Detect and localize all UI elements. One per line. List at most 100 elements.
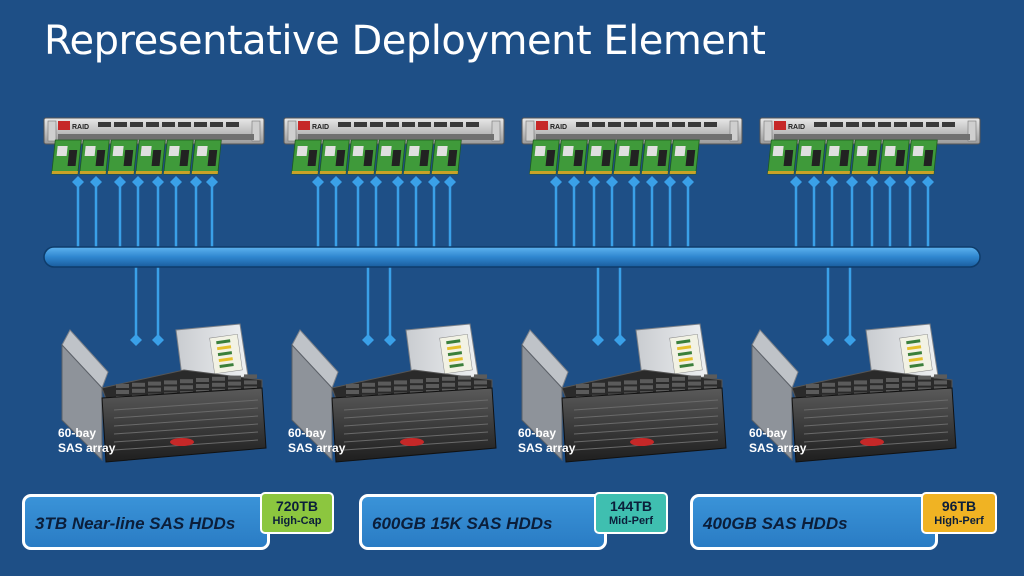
drive-sled bbox=[918, 375, 931, 380]
bezel-logo bbox=[170, 438, 194, 446]
drive-sled bbox=[116, 390, 129, 394]
array-layer bbox=[61, 323, 957, 463]
label-line bbox=[679, 363, 694, 368]
drive-sled bbox=[934, 374, 947, 379]
label-line bbox=[907, 351, 923, 357]
server-bus-connector bbox=[370, 176, 382, 250]
card-chip bbox=[67, 150, 78, 166]
connector-diamond bbox=[614, 334, 626, 346]
array-label: 60-bay SAS array bbox=[518, 426, 575, 456]
raid-card bbox=[557, 139, 588, 175]
drive-sled bbox=[244, 374, 257, 379]
card-board bbox=[347, 139, 378, 175]
server-brand: RAID bbox=[788, 124, 805, 131]
rack-ear bbox=[47, 120, 57, 142]
drive-sled bbox=[854, 386, 867, 391]
connector-diamond bbox=[922, 176, 934, 188]
tier-label: 600GB 15K SAS HDDs bbox=[372, 514, 553, 533]
server-bus-connector bbox=[206, 176, 218, 250]
capacity-badge: 144TB Mid-Perf bbox=[594, 492, 668, 534]
drive-sled bbox=[608, 387, 621, 392]
vent-strip bbox=[298, 134, 494, 140]
storage-enclosure bbox=[61, 323, 267, 463]
connector-diamond bbox=[90, 176, 102, 188]
connector-diamond bbox=[152, 334, 164, 346]
card-board bbox=[375, 139, 406, 175]
card-chip bbox=[545, 150, 556, 166]
label-line bbox=[447, 351, 463, 357]
rack-ear bbox=[287, 120, 297, 142]
raid-card bbox=[823, 139, 854, 175]
label-line bbox=[216, 345, 232, 351]
brand-mark bbox=[536, 121, 548, 130]
label-line bbox=[446, 345, 462, 351]
enclosure-body-side bbox=[61, 343, 103, 462]
card-chip bbox=[335, 150, 346, 166]
drive-sled bbox=[656, 378, 669, 382]
connector-diamond bbox=[190, 176, 202, 188]
rack-ear bbox=[967, 120, 977, 142]
card-edge-connector bbox=[907, 171, 935, 174]
card-heatsink bbox=[534, 146, 546, 156]
drive-slot bbox=[656, 122, 669, 127]
bezel-grille bbox=[803, 415, 949, 427]
connector-diamond bbox=[606, 176, 618, 188]
card-chip bbox=[179, 150, 190, 166]
connector-diamond bbox=[410, 176, 422, 188]
raid-card bbox=[907, 139, 938, 175]
card-edge-connector bbox=[767, 171, 795, 174]
brand-mark bbox=[58, 121, 70, 130]
drive-sled bbox=[886, 384, 899, 388]
card-edge-connector bbox=[823, 171, 851, 174]
bezel-grille bbox=[573, 399, 719, 411]
card-edge-connector bbox=[163, 171, 191, 174]
card-chip bbox=[895, 150, 906, 166]
connector-diamond bbox=[628, 176, 640, 188]
server-bus-connector bbox=[312, 176, 324, 250]
card-heatsink bbox=[380, 146, 392, 156]
drive-sled bbox=[148, 381, 161, 386]
card-edge-connector bbox=[375, 171, 403, 174]
label-line bbox=[676, 339, 691, 345]
bezel-grille bbox=[803, 423, 949, 435]
drive-sled bbox=[474, 380, 487, 385]
server-bus-connector bbox=[114, 176, 126, 250]
card-heatsink bbox=[196, 146, 208, 156]
card-chip bbox=[447, 150, 458, 166]
drive-sled bbox=[870, 385, 883, 390]
label-line bbox=[906, 339, 921, 345]
bezel-grille bbox=[113, 399, 259, 411]
tier-label: 3TB Near-line SAS HDDs bbox=[35, 514, 236, 533]
card-chip bbox=[573, 150, 584, 166]
rack-server: RAID bbox=[521, 117, 743, 175]
drive-sled bbox=[362, 388, 375, 393]
card-board bbox=[529, 139, 560, 175]
drive-slot bbox=[926, 122, 939, 127]
tier-ssd: 400GB SAS HDDs 96TB High-Perf bbox=[690, 492, 997, 550]
drive-sled bbox=[902, 376, 915, 381]
front-bezel bbox=[331, 387, 497, 463]
raid-card bbox=[191, 139, 222, 175]
rack-ear bbox=[251, 120, 261, 142]
server-bus-connector bbox=[568, 176, 580, 250]
server-bus-connector bbox=[922, 176, 934, 250]
server-bus-connector bbox=[330, 176, 342, 250]
card-board bbox=[557, 139, 588, 175]
card-board bbox=[851, 139, 882, 175]
connector-diamond bbox=[312, 176, 324, 188]
card-heatsink bbox=[618, 146, 630, 156]
connector-diamond bbox=[844, 334, 856, 346]
drive-sled bbox=[132, 382, 145, 387]
server-bus-connector bbox=[606, 176, 618, 250]
rack-server: RAID bbox=[283, 117, 505, 175]
drive-slot bbox=[688, 122, 701, 127]
drive-sled bbox=[608, 381, 621, 386]
connector-diamond bbox=[352, 176, 364, 188]
drive-slot bbox=[226, 122, 239, 127]
drive-sled bbox=[180, 385, 193, 390]
array-label-line2: SAS array bbox=[288, 441, 346, 455]
server-bus-connector bbox=[392, 176, 404, 250]
card-heatsink bbox=[296, 146, 308, 156]
card-board bbox=[135, 139, 166, 175]
connector-diamond bbox=[444, 176, 456, 188]
